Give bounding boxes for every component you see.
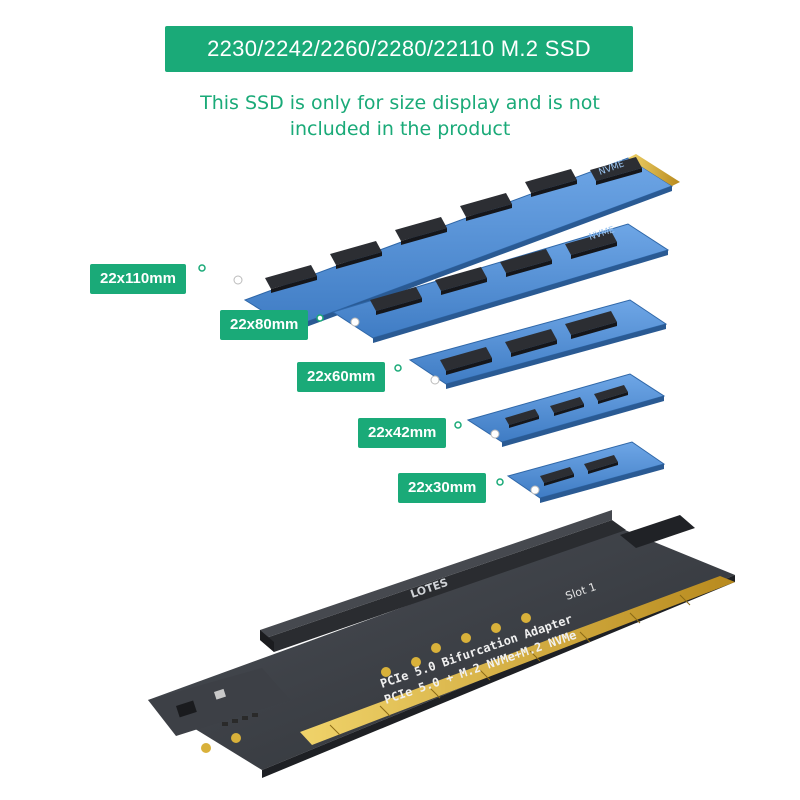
pcie-adapter-card: LOTES Slot 1 PCIe 5.0 Bifurcation Adapte…: [148, 510, 735, 778]
disclaimer-line-2: included in the product: [289, 118, 511, 140]
size-tag-22x42: 22x42mm: [358, 418, 447, 448]
size-tag-22x60: 22x60mm: [297, 362, 386, 392]
title-banner: 2230/2242/2260/2280/22110 M.2 SSD: [165, 26, 633, 72]
ssd-22x60: [408, 299, 668, 389]
disclaimer-note: This SSD is only for size display and is…: [100, 90, 700, 142]
disclaimer-line-1: This SSD is only for size display and is…: [200, 92, 600, 114]
ssd-22x42: [466, 373, 666, 447]
size-tag-22x80: 22x80mm: [220, 310, 309, 340]
size-tag-22x30: 22x30mm: [398, 473, 487, 503]
ssd-22x30: [506, 441, 666, 503]
size-tag-22x110: 22x110mm: [90, 264, 186, 294]
size-leader-lines: [198, 264, 504, 486]
